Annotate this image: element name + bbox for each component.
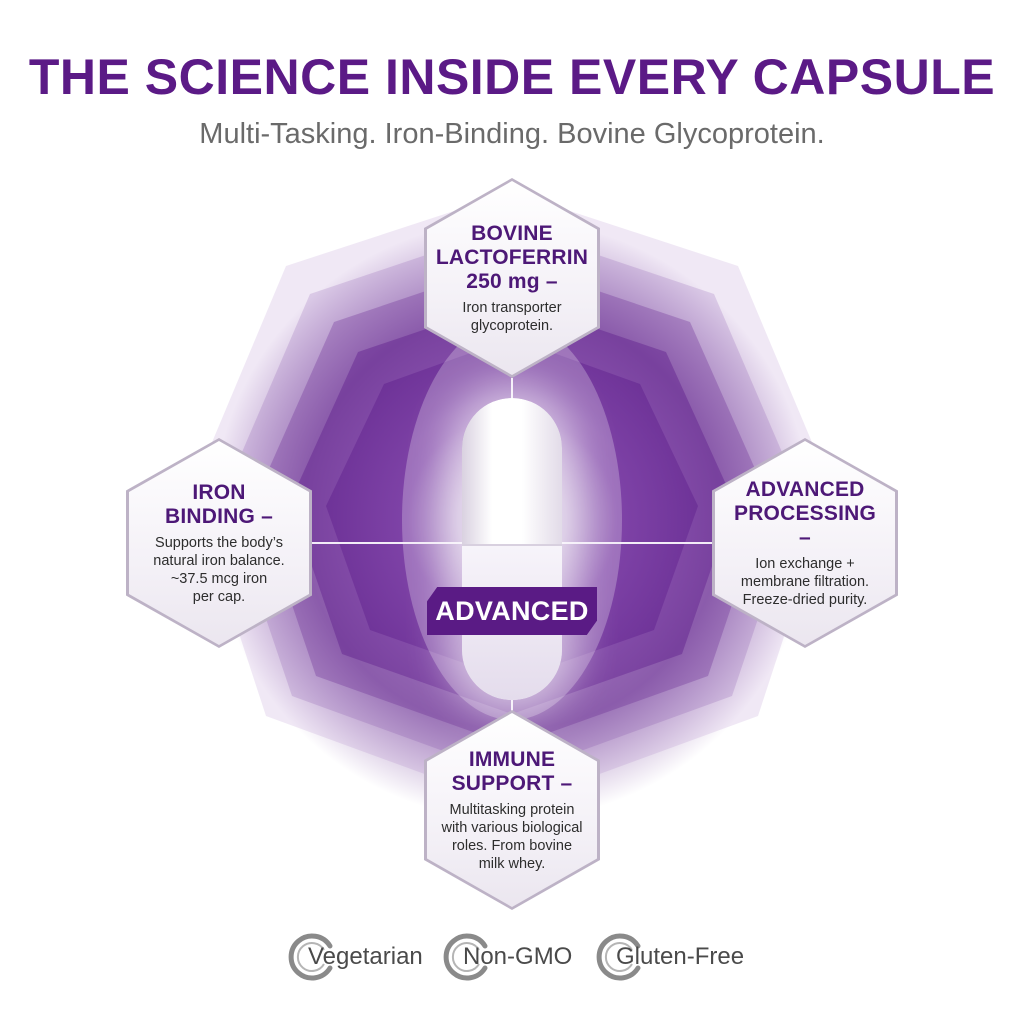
badge-label: Non-GMO [463,943,573,970]
card-bovine-lactoferrin: BOVINE LACTOFERRIN 250 mg – Iron transpo… [424,178,600,378]
badge-non-gmo: Non-GMO [443,932,572,982]
card-description-line: per cap. [192,588,246,605]
card-title: BOVINE LACTOFERRIN 250 mg – [436,222,588,294]
card-description-line: Multitasking protein [449,801,575,818]
card-description-line: glycoprotein. [470,317,554,334]
card-title-line: IMMUNE [468,747,556,771]
card-title: ADVANCED PROCESSING – [729,478,881,550]
card-advanced-processing: ADVANCED PROCESSING – Ion exchange + mem… [712,438,898,648]
card-title: IMMUNE SUPPORT – [452,748,573,796]
card-title-line: BOVINE [471,221,553,245]
card-description-line: natural iron balance. [153,552,285,569]
card-title-line: ADVANCED [745,477,865,501]
card-description-line: Freeze-dried purity. [742,591,868,608]
card-description-line: Supports the body’s [155,534,283,551]
advanced-badge: ADVANCED [427,587,597,635]
card-immune-support: IMMUNE SUPPORT – Multitasking protein wi… [424,710,600,910]
card-description-line: ~37.5 mcg iron [170,570,268,587]
capsule-seam [462,544,562,546]
vegetarian-ring-icon [288,933,333,981]
non-gmo-ring-icon [443,933,488,981]
page-title: THE SCIENCE INSIDE EVERY CAPSULE [28,49,996,105]
page-subtitle: Multi-Tasking. Iron-Binding. Bovine Glyc… [199,118,825,150]
card-description: Iron transporter glycoprotein. [462,299,561,335]
card-description-line: with various biological [441,819,583,836]
badge-gluten-free: Gluten-Free [596,932,744,982]
card-advanced-processing-body: ADVANCED PROCESSING – Ion exchange + mem… [715,441,895,645]
card-description: Ion exchange + membrane filtration. Free… [741,555,869,609]
card-description: Supports the body’s natural iron balance… [153,534,284,606]
badge-vegetarian: Vegetarian [288,932,423,982]
card-iron-binding-body: IRON BINDING – Supports the body’s natur… [129,441,309,645]
card-title: IRON BINDING – [165,481,273,529]
card-description-line: Ion exchange + [755,555,855,572]
card-description-line: roles. From bovine [451,837,573,854]
card-title-line: IRON [192,480,246,504]
card-title-line: BINDING – [165,504,273,528]
card-title-line: PROCESSING – [733,501,877,549]
card-description-line: milk whey. [478,855,546,872]
card-description-line: Iron transporter [462,299,562,316]
gluten-free-ring-icon [596,933,641,981]
capsule-illustration [462,398,562,700]
card-title-line: 250 mg – [466,269,558,293]
card-bovine-lactoferrin-body: BOVINE LACTOFERRIN 250 mg – Iron transpo… [427,181,597,375]
card-immune-support-body: IMMUNE SUPPORT – Multitasking protein wi… [427,713,597,907]
card-iron-binding: IRON BINDING – Supports the body’s natur… [126,438,312,648]
card-description-line: membrane filtration. [740,573,870,590]
badge-label: Gluten-Free [616,943,745,970]
card-title-line: SUPPORT – [451,771,573,795]
card-description: Multitasking protein with various biolog… [441,801,582,873]
card-title-line: LACTOFERRIN [435,245,589,269]
badge-label: Vegetarian [308,943,423,970]
